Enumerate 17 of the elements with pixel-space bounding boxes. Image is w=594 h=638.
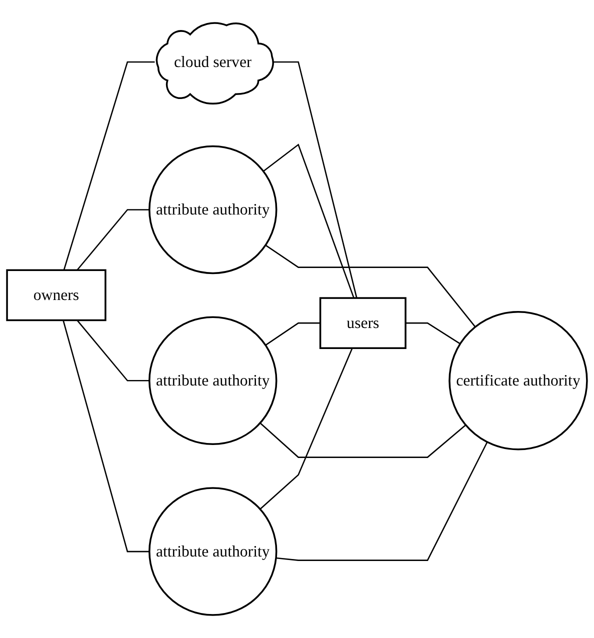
connector: [76, 209, 150, 271]
connector: [262, 144, 354, 298]
connector: [276, 442, 488, 561]
node-circle: attribute authority: [148, 316, 278, 445]
node-circle: attribute authority: [148, 145, 278, 274]
connector: [406, 322, 461, 344]
node-circle: certificate authority: [448, 310, 588, 450]
node-circle: attribute authority: [148, 487, 278, 616]
connector: [265, 244, 476, 328]
connector: [76, 320, 150, 382]
connector: [260, 348, 353, 510]
connector: [265, 322, 320, 346]
node-box: owners: [6, 269, 106, 322]
node-box: users: [319, 297, 406, 349]
connector: [63, 61, 155, 270]
connector: [62, 320, 150, 552]
connector: [260, 422, 466, 458]
